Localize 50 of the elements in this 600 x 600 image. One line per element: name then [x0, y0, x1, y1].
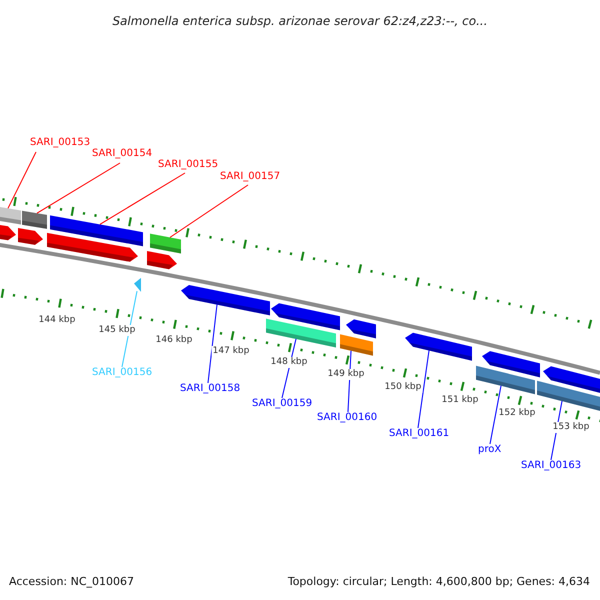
gene-block: [405, 332, 472, 361]
scale-label: 151 kbp: [440, 395, 480, 406]
gene-bar: [476, 366, 535, 394]
gene-block: [271, 303, 340, 330]
gene-bar: [537, 380, 600, 414]
leader-line: [418, 350, 430, 428]
gene-bar: [50, 215, 143, 246]
gene-label: SARI_00158: [180, 383, 240, 395]
leader-line: [490, 385, 502, 444]
scale-label: 147 kbp: [212, 346, 250, 357]
scale-label: 149 kbp: [326, 369, 366, 380]
leader-line: [8, 152, 36, 209]
scale-label: 148 kbp: [270, 357, 308, 368]
gene-label: proX: [478, 444, 502, 456]
leader-line: [122, 290, 138, 368]
scale-label: 146 kbp: [154, 335, 194, 346]
gene-label: SARI_00160: [317, 412, 378, 424]
gene-block: [181, 285, 270, 316]
gene-label: SARI_00161: [389, 428, 450, 440]
leader-line: [36, 162, 120, 214]
gene-block: [482, 351, 540, 378]
gene-bar: [0, 205, 21, 224]
scale-label: 144 kbp: [38, 315, 76, 326]
gene-label: SARI_00153: [30, 137, 90, 149]
gene-label: SARI_00156: [92, 367, 152, 379]
gene-label: SARI_00163: [521, 460, 582, 472]
gene-label: SARI_00155: [158, 159, 218, 171]
leader-line: [208, 304, 218, 384]
genome-info-text: Topology: circular; Length: 4,600,800 bp; Genes: 4,634: [288, 575, 590, 589]
accession-text: Accession: NC_010067: [9, 575, 134, 589]
gene-block: [543, 366, 600, 396]
scale-label: 152 kbp: [498, 408, 536, 419]
gene-block: [0, 223, 16, 240]
gene-label: SARI_00154: [92, 148, 152, 160]
leader-line: [170, 184, 248, 238]
scale-label: 145 kbp: [98, 325, 136, 336]
gene-bar: [340, 334, 373, 356]
gene-block: [47, 232, 138, 262]
scale-label: 150 kbp: [384, 382, 422, 393]
gene-label: SARI_00157: [220, 171, 280, 183]
gene-bar: [150, 234, 181, 254]
gene-block: [147, 251, 177, 270]
marker-triangle: [134, 278, 141, 292]
gene-bar: [266, 318, 336, 348]
gene-block: [346, 319, 376, 338]
gene-label: SARI_00159: [252, 398, 312, 410]
map-title: Salmonella enterica subsp. arizonae serovar 62:z4,z23:--, co...: [111, 13, 489, 30]
gene-block: [18, 228, 43, 245]
scale-label: 153 kbp: [552, 422, 590, 433]
gene-bar: [22, 210, 47, 229]
